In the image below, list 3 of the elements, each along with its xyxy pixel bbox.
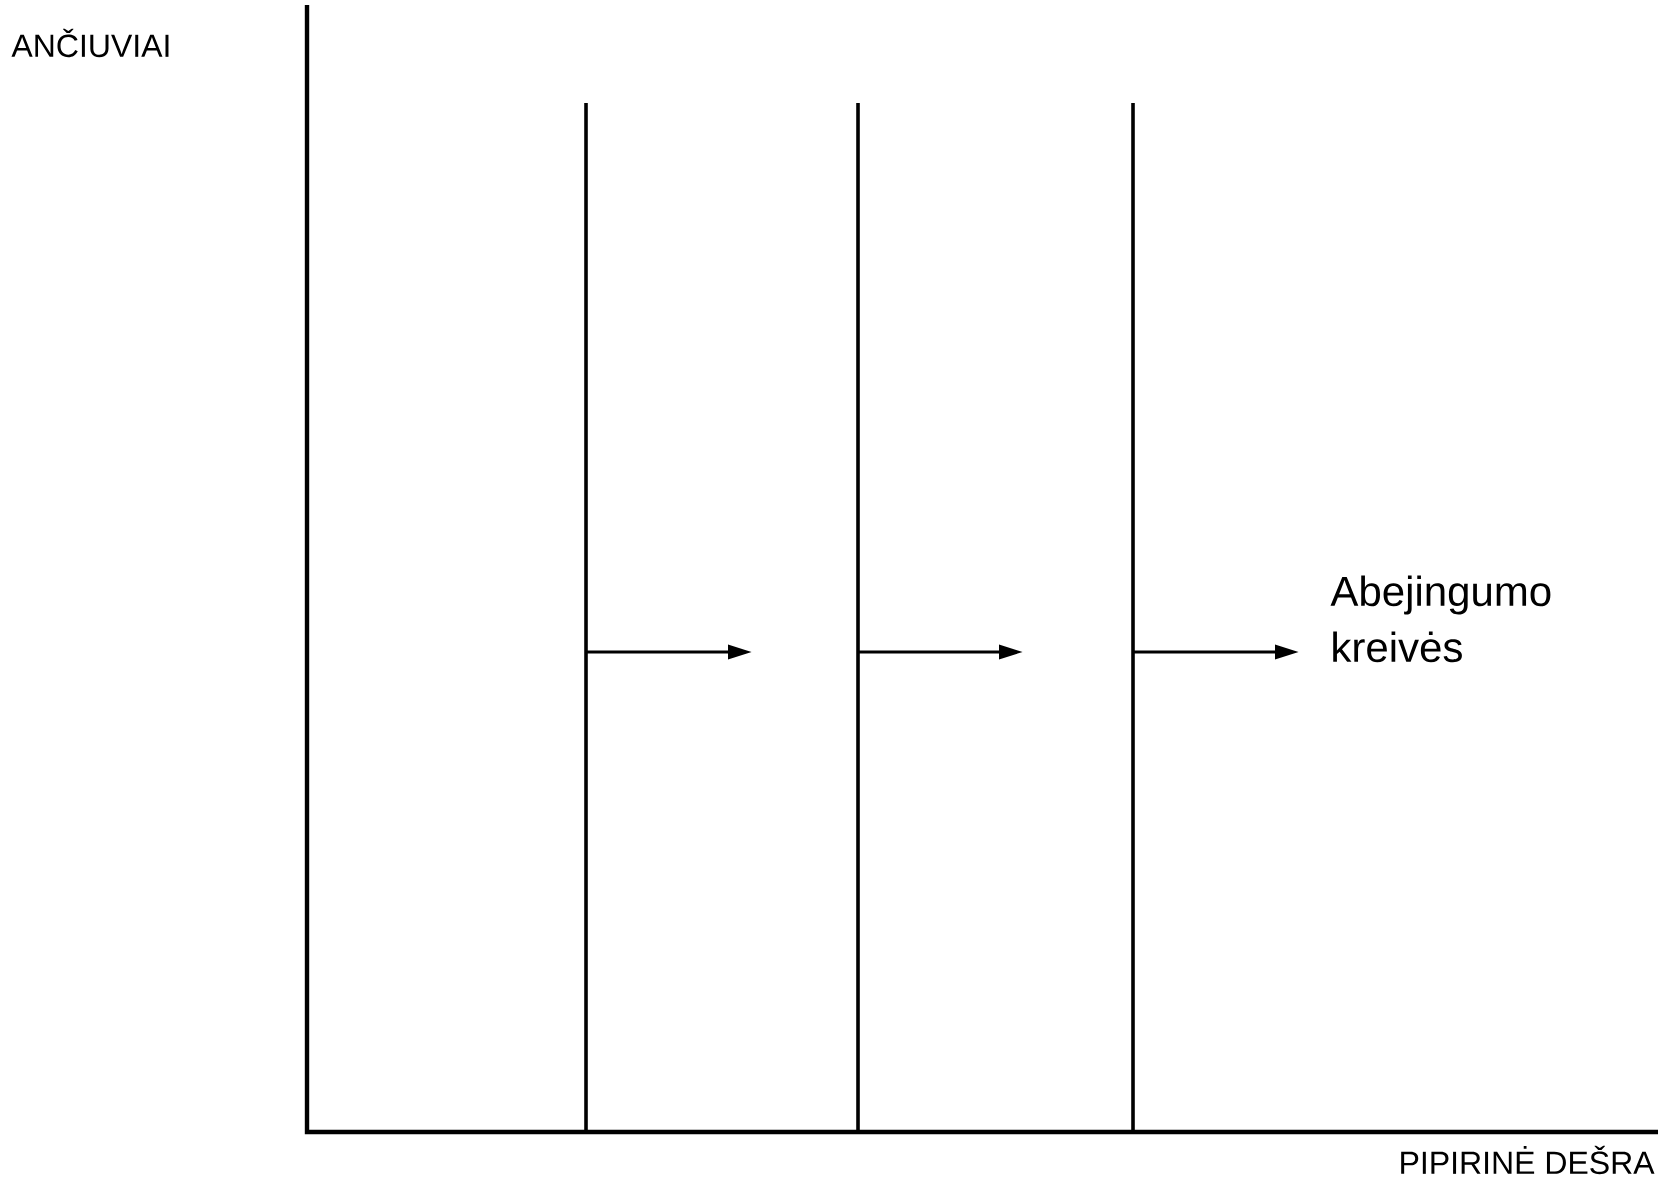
- axis-label: ANČIUVIAI: [11, 28, 169, 58]
- axis-label: PIPIRINĖ DEŠRA: [1401, 1145, 1655, 1175]
- axis-label: Abejingumo kreivės: [1330, 575, 1551, 663]
